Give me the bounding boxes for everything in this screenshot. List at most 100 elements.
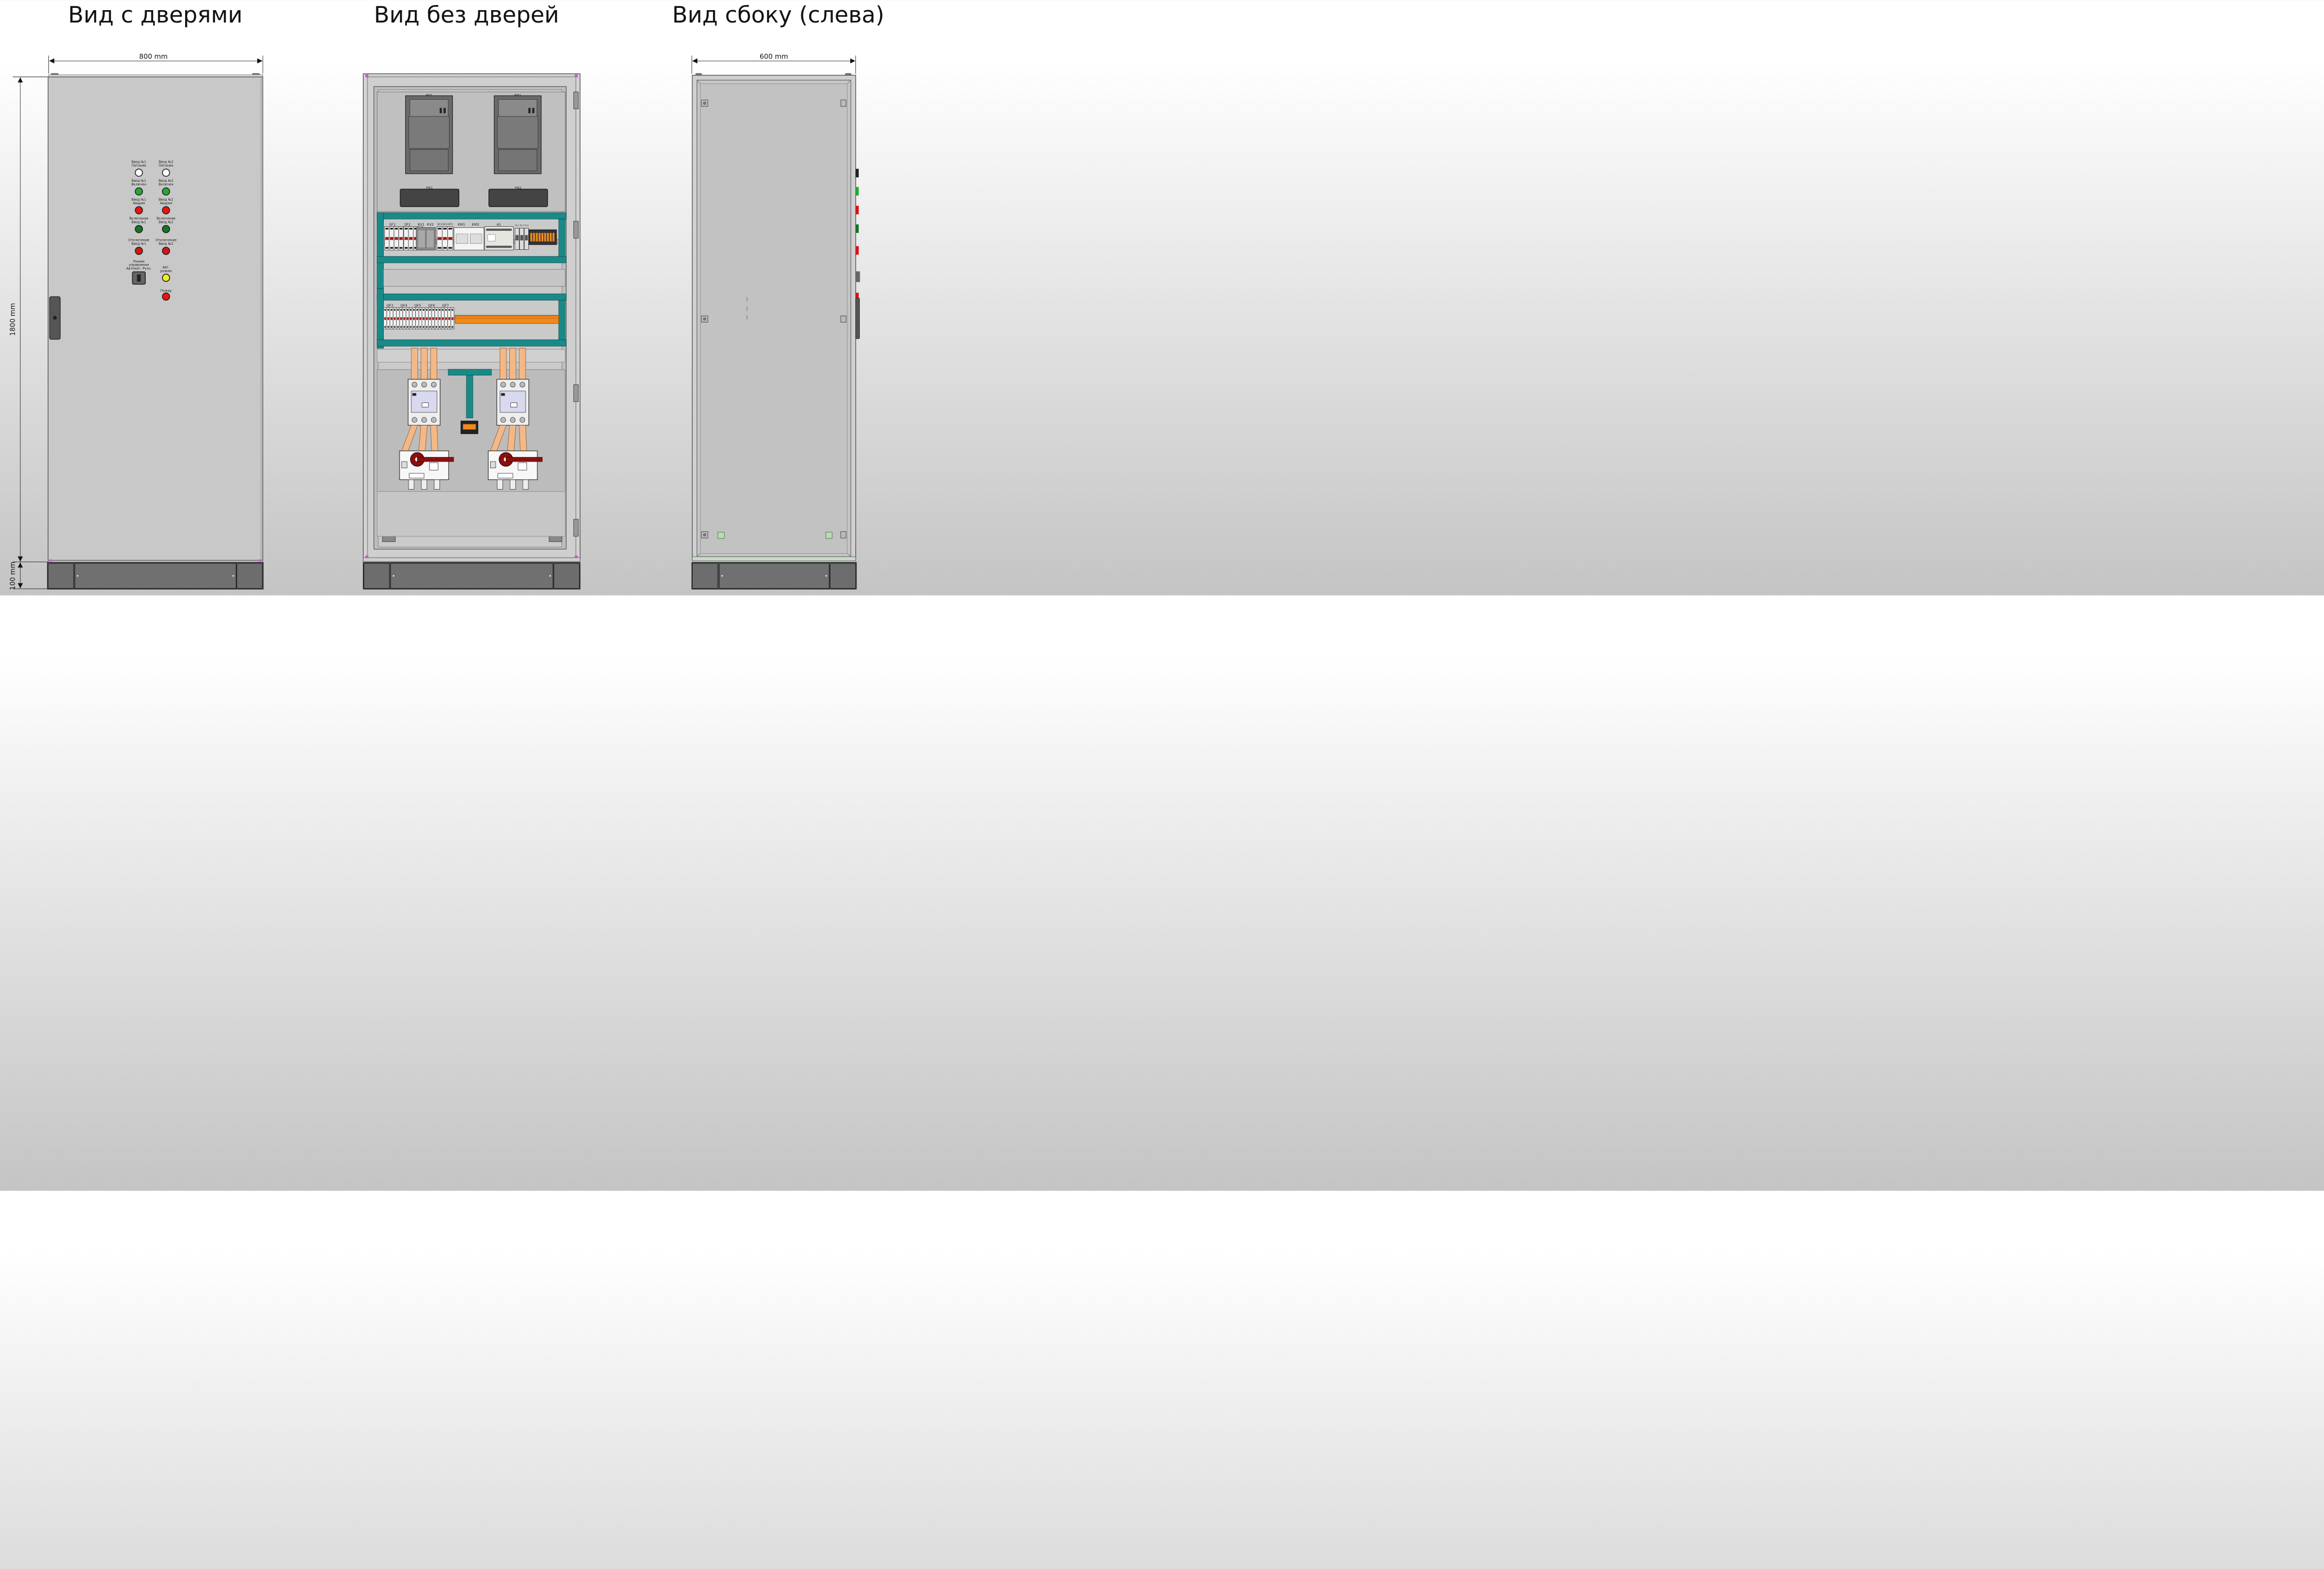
lamp-light (161, 168, 171, 177)
din-rail-2: QF3 QF4 QF5 QF6 QF7 (383, 304, 455, 330)
indicator-label: Включен (159, 183, 174, 187)
title-with-doors: Вид с дверями (68, 2, 243, 28)
rail1-label: KM2 (472, 223, 479, 227)
mode-switch-label: Автомат.-Ручн. (126, 267, 151, 271)
fire-label: Пожар (160, 290, 172, 293)
lamp-light (134, 187, 143, 196)
rail1-label: SF4 (443, 223, 448, 226)
rail-frame-2 (376, 288, 567, 349)
fire-lamp: Пожар (160, 290, 172, 301)
dim-width-front: 800 mm (139, 52, 168, 60)
rail1-label: XL3 (524, 224, 529, 227)
indicator-label: Авария (160, 202, 172, 205)
indicator-label: Отключение (155, 239, 177, 243)
meter-label: PW1 (426, 94, 433, 97)
lamp-light (161, 206, 171, 214)
indicator-label: Ввод №1 (132, 180, 146, 183)
indicator-label: Ввод №1 (132, 161, 146, 164)
meter-display-label: PW2 (515, 187, 522, 190)
rail1-label: KV1 (418, 223, 424, 227)
dim-height-cabinet: 1800 mm (9, 303, 17, 335)
indicator-label: Ввод №2 (159, 221, 173, 224)
indicator-label: Ввод №1 (132, 243, 146, 246)
indicator-label: Ввод №1 (132, 199, 146, 202)
indicator-label: Ввод №2 (159, 161, 173, 164)
rail1-label: SF2 (404, 223, 410, 227)
plinth-side (691, 562, 857, 590)
front-door (47, 77, 263, 561)
indicator-label: Включен (132, 183, 147, 187)
rail1-label: KV2 (427, 223, 434, 227)
rail2-label: QF3 (387, 304, 393, 308)
lamp-light (134, 225, 143, 234)
main-breaker-assembly (399, 348, 454, 490)
rail2-label: QF7 (442, 304, 449, 308)
mode-switch-label: Режим (133, 260, 145, 263)
rail1-label: A1 (497, 223, 501, 227)
lamp-light (134, 206, 143, 214)
rail1-label: KM1 (458, 223, 465, 227)
plinth-rear (362, 562, 581, 590)
meter-display: PW1 (400, 187, 460, 207)
indicator-label: Ввод №2 (159, 199, 173, 202)
dim-height-plinth: 100 mm (9, 562, 17, 590)
auto-mode-lamp: Авт.режим (160, 266, 172, 282)
rail1-label: XL1 (515, 224, 519, 227)
indicator-label: Питание (132, 164, 146, 168)
indicator-label: Ввод №2 (159, 243, 173, 246)
rail2-label: QF5 (414, 304, 421, 308)
meter-display: PW2 (488, 187, 548, 207)
rail2-label: QF4 (401, 304, 407, 308)
view-titles: Вид с дверями Вид без дверей Вид сбоку (… (0, 0, 885, 34)
indicator-label: Ввод №2 (159, 180, 173, 183)
indicator-label: Включение (129, 217, 149, 221)
title-without-doors: Вид без дверей (374, 2, 559, 28)
view-side-left: 600 mm (691, 52, 860, 590)
energy-meter: PW1 (405, 94, 453, 174)
main-breaker-assembly (488, 348, 543, 490)
energy-meter: PW2 (493, 94, 542, 174)
dim-width-side: 600 mm (760, 52, 788, 60)
auto-mode-label: Авт. (163, 266, 170, 270)
lamp-light (134, 246, 143, 255)
title-side-left: Вид сбоку (слева) (672, 2, 885, 28)
rail1-label: XL2 (520, 224, 524, 227)
meter-display-label: PW1 (426, 187, 433, 190)
rail1-label: SF3 (437, 223, 442, 226)
lamp-light (161, 187, 171, 196)
indicator-label: Включение (156, 217, 176, 221)
auto-mode-label: режим (160, 270, 172, 273)
side-handle[interactable] (855, 298, 860, 339)
rail1-label: SF1 (389, 223, 396, 227)
lamp-light (161, 246, 171, 255)
plinth-front (47, 562, 264, 590)
rail1-label: SF5 (448, 223, 453, 226)
indicator-label: Авария (133, 202, 145, 205)
indicator-label: Отключение (128, 239, 150, 243)
mode-switch-label: управления (129, 264, 149, 267)
meter-label: PW2 (514, 94, 521, 97)
main-breakers (399, 348, 543, 490)
lamp-light (134, 168, 143, 177)
rail2-label: QF6 (428, 304, 435, 308)
indicator-label: Ввод №1 (132, 221, 146, 224)
lamp-light (161, 225, 171, 234)
